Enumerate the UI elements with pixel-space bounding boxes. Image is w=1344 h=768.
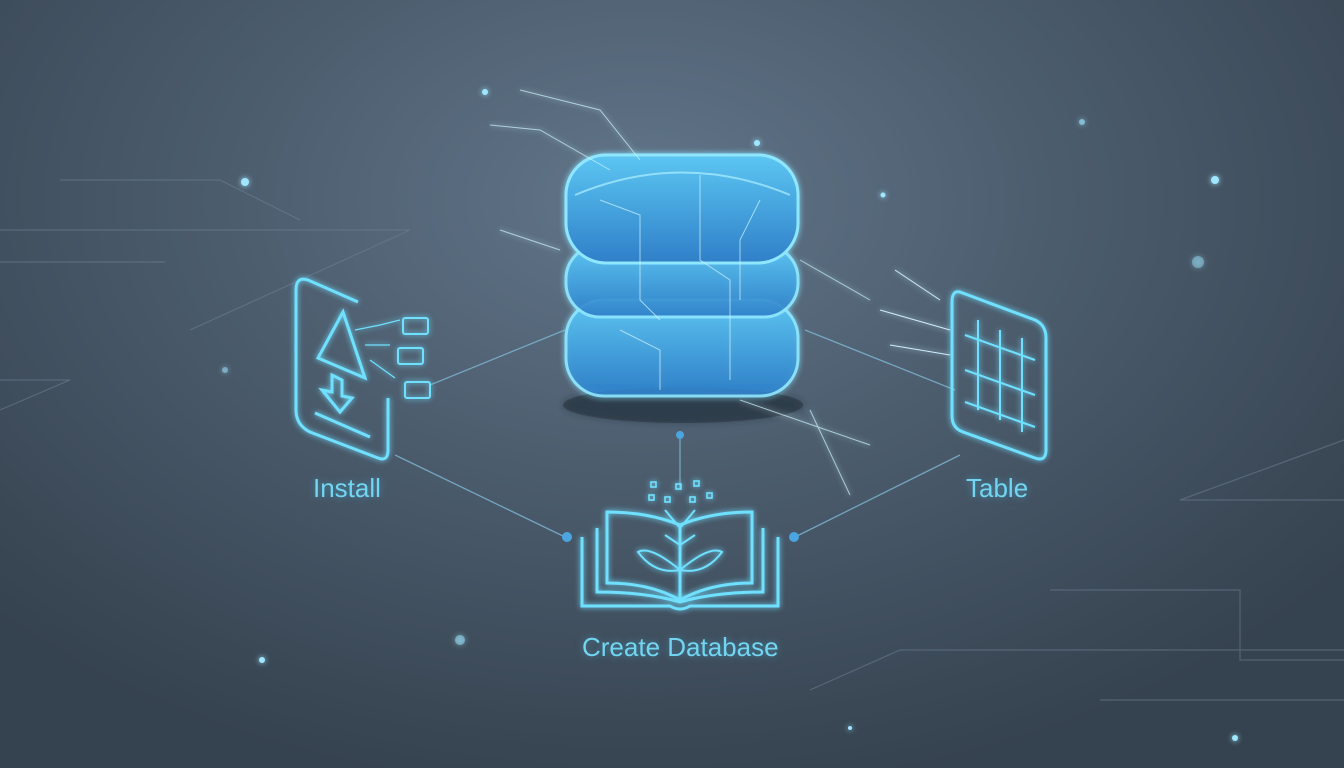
connector-lines: [394, 329, 961, 538]
open-book-plant-icon: [580, 480, 780, 611]
install-download-icon: [294, 277, 431, 461]
connector-dots: [562, 431, 799, 542]
table-grid-icon: [879, 269, 1048, 461]
table-label: Table: [966, 473, 1029, 503]
create-database-label: Create Database: [582, 632, 779, 662]
background-circuit-lines: [0, 179, 1344, 701]
install-label: Install: [313, 473, 381, 503]
database-stack-icon: [489, 89, 871, 496]
particles: [222, 89, 1238, 741]
